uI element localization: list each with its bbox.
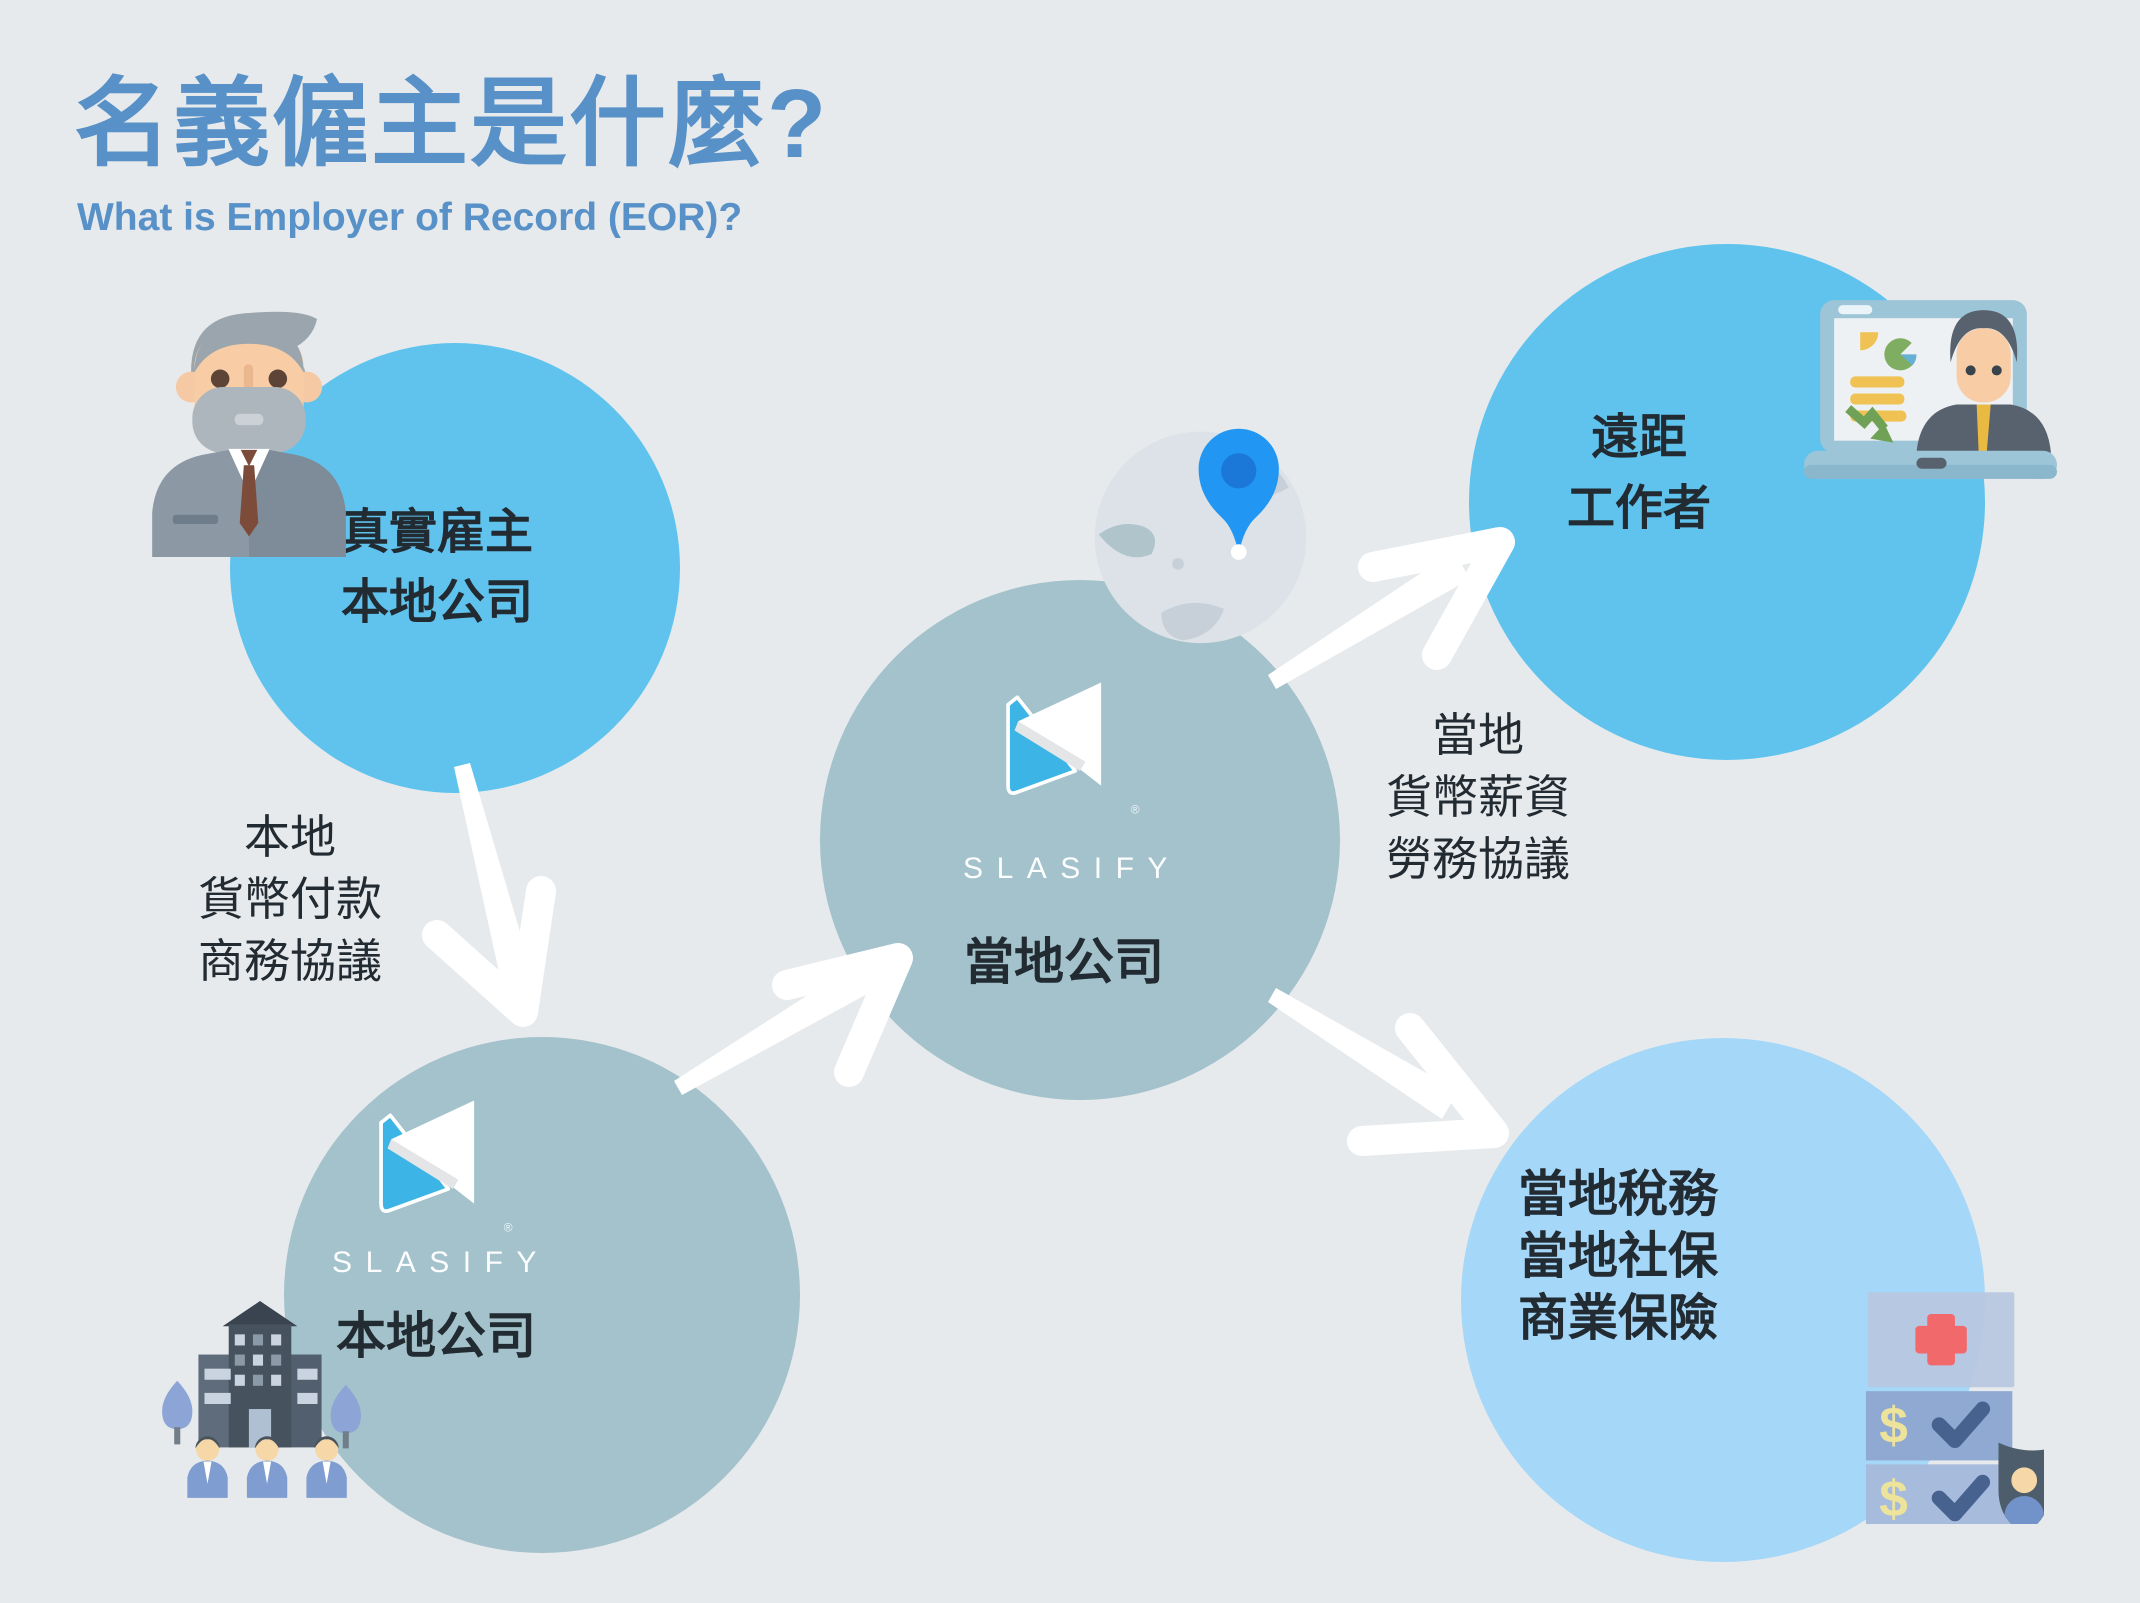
arrow-down-right-icon xyxy=(1268,988,1509,1156)
label-line: 工作者 xyxy=(1566,482,1712,535)
label-line: 當地稅務 xyxy=(1518,1166,1718,1222)
label-line: 本地公司 xyxy=(340,576,534,629)
page-title: 名義僱主是什麼? xyxy=(74,69,829,178)
dollar-sign-icon: $ xyxy=(1879,1469,1908,1524)
local-compliance-label: 當地稅務 當地社保 商業保險 xyxy=(1518,1163,1718,1349)
circle-slasify-local-company xyxy=(820,580,1340,1100)
label-line: 本地 xyxy=(244,811,336,863)
shield-person-icon xyxy=(1998,1442,2044,1524)
home-company-label: 本地公司 xyxy=(336,1308,536,1364)
laptop-video-call-icon xyxy=(1804,300,2057,479)
slasify-wordmark: SLASIFY xyxy=(963,852,1181,885)
registered-mark: ® xyxy=(1131,802,1140,816)
remote-worker-label: 遠距 工作者 xyxy=(1567,402,1711,544)
globe-location-pin-icon xyxy=(1094,428,1307,644)
label-line: 貨幣薪資 xyxy=(1386,771,1570,823)
label-line: 遠距 xyxy=(1590,411,1688,464)
label-line: 商業保險 xyxy=(1518,1290,1718,1346)
arrow-down-icon xyxy=(422,763,556,1027)
location-pin-icon xyxy=(1198,428,1279,560)
label-line: 真實雇主 xyxy=(340,506,534,559)
office-building-with-staff-icon xyxy=(162,1301,361,1498)
label-line: 商務協議 xyxy=(198,935,382,987)
home-relation-label: 本地 貨幣付款 商務協議 xyxy=(198,806,382,992)
slasify-logo: ® xyxy=(1006,682,1140,816)
slasify-wordmark: SLASIFY xyxy=(332,1246,550,1279)
insurance-benefits-icon: $ $ xyxy=(1865,1292,2044,1524)
local-company-label: 當地公司 xyxy=(964,934,1164,990)
label-line: 當地 xyxy=(1432,709,1524,761)
businessman-icon xyxy=(152,311,346,557)
slasify-logo: ® xyxy=(379,1100,513,1234)
label-line: 勞務協議 xyxy=(1386,833,1570,885)
dollar-sign-icon: $ xyxy=(1879,1396,1908,1454)
real-employer-label: 真實雇主 本地公司 xyxy=(341,498,533,638)
local-relation-label: 當地 貨幣薪資 勞務協議 xyxy=(1386,704,1570,890)
label-line: 貨幣付款 xyxy=(198,873,382,925)
registered-mark: ® xyxy=(504,1220,513,1234)
label-line: 當地社保 xyxy=(1518,1228,1718,1284)
circle-slasify-home-company xyxy=(284,1037,800,1553)
page-subtitle: What is Employer of Record (EOR)? xyxy=(77,196,743,239)
